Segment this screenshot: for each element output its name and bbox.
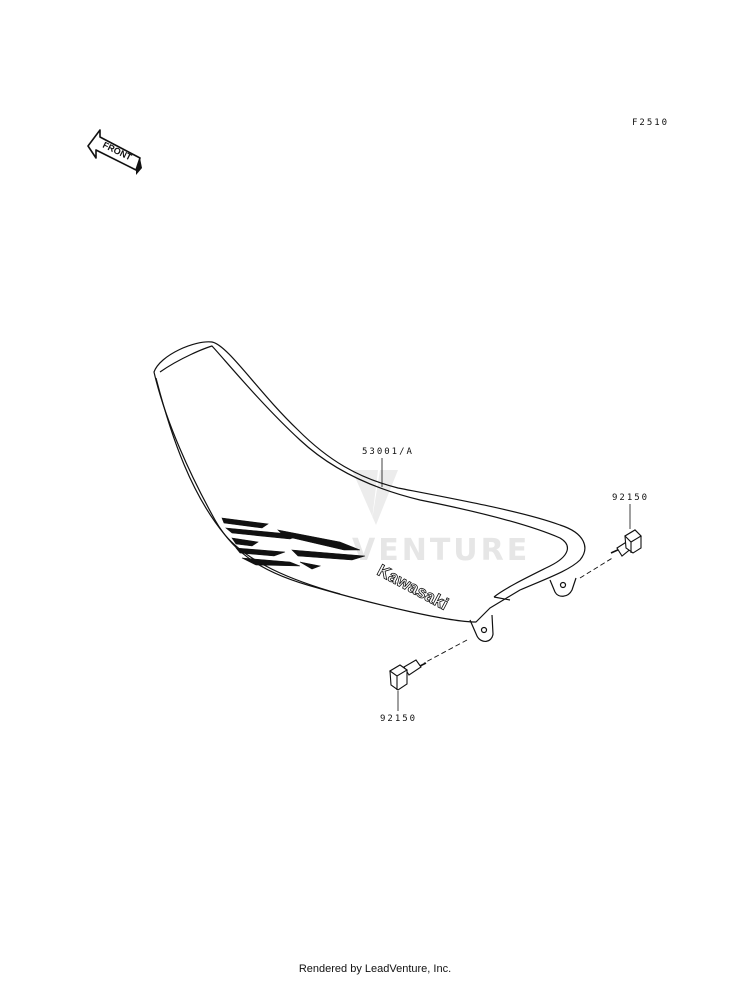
- footer-credit: Rendered by LeadVenture, Inc.: [298, 963, 452, 975]
- diagram-code: F2510: [632, 118, 669, 128]
- front-arrow-icon: FRONT: [87, 129, 142, 175]
- bolt-right-icon: [579, 529, 642, 579]
- seat-callout: 53001/A: [362, 447, 414, 487]
- bolt-left-callout: 92150: [380, 691, 417, 724]
- watermark: VENTURE: [352, 470, 530, 568]
- bolt-right-callout: 92150: [612, 493, 649, 529]
- watermark-logo-icon: [352, 470, 398, 525]
- watermark-text: VENTURE: [352, 533, 530, 568]
- bolt-left-icon: [388, 639, 468, 691]
- seat-graphic-stripes: [221, 517, 366, 570]
- seat-part-number: 53001/A: [362, 447, 414, 457]
- bolt-right-part-number: 92150: [612, 493, 649, 503]
- bolt-left-part-number: 92150: [380, 714, 417, 724]
